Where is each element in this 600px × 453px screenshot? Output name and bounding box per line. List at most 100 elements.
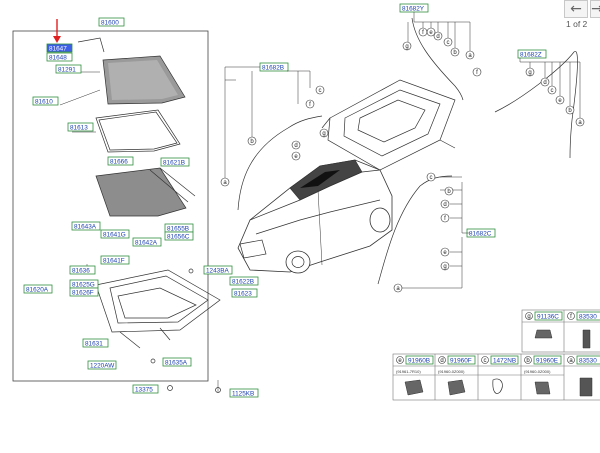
label-81643A[interactable]: 81643A [71,221,101,231]
label-81631[interactable]: 81631 [82,338,109,348]
label-81610[interactable]: 81610 [32,96,59,106]
svg-text:a: a [223,180,227,186]
table-label-91960E[interactable]: 91960E [533,355,562,365]
label-81620A[interactable]: 81620A [23,284,53,294]
callout-d-2[interactable]: d [540,77,550,87]
callout-f-2[interactable]: f [472,67,482,77]
svg-text:81621B: 81621B [163,159,185,166]
svg-text:81635A: 81635A [165,359,188,366]
callout-f-1[interactable]: f [418,27,428,37]
label-81635A[interactable]: 81635A [162,357,192,367]
callout-f-4[interactable]: f [440,213,450,223]
label-1125KB[interactable]: 1125KB [229,388,259,398]
callout-c-2[interactable]: c [547,85,557,95]
svg-text:c: c [319,88,322,94]
svg-text:13375: 13375 [135,386,153,393]
label-81291[interactable]: 81291 [55,64,82,74]
callout-d-1[interactable]: d [433,31,443,41]
callout-a-1[interactable]: a [465,50,475,60]
callout-e-3[interactable]: e [291,151,301,161]
svg-text:g: g [528,70,531,76]
label-81682C[interactable]: 81682C [466,228,496,238]
svg-text:81613: 81613 [70,124,88,131]
svg-text:d: d [294,143,297,149]
label-13375[interactable]: 13375 [132,384,159,394]
svg-text:1243BA: 1243BA [206,267,229,274]
table-label-83530[interactable]: 83530 [576,311,600,321]
callout-e-4[interactable]: e [440,247,450,257]
back-button[interactable]: ← [564,0,588,18]
label-81626F[interactable]: 81626F [69,287,99,297]
svg-text:1472NB: 1472NB [493,357,516,364]
callout-d-3[interactable]: d [291,140,301,150]
label-81636[interactable]: 81636 [69,265,96,275]
table-label-91960B[interactable]: 91960B [405,355,434,365]
svg-text:81643A: 81643A [74,223,97,230]
label-81621B[interactable]: 81621B [160,157,190,167]
svg-text:b: b [526,358,530,364]
callout-b-2[interactable]: b [565,105,575,115]
table-label-91136C[interactable]: 91136C [534,311,563,321]
clip-icon-83530 [582,329,591,349]
clip-icon-91960F [447,379,466,396]
forward-button[interactable]: → [590,0,600,18]
callout-e-1[interactable]: e [426,27,436,37]
label-81666[interactable]: 81666 [107,156,134,166]
callout-a-2[interactable]: a [575,117,585,127]
svg-text:81666: 81666 [110,158,128,165]
svg-text:f: f [570,314,572,320]
callout-c-4[interactable]: c [426,172,436,182]
clip-icon-91960B [404,379,424,396]
callout-f-3[interactable]: f [305,99,315,109]
roof-frame-assembly [321,79,456,171]
label-1220AW[interactable]: 1220AW [87,360,117,370]
callout-g-3[interactable]: g [319,128,329,138]
svg-text:81642A: 81642A [135,239,158,246]
svg-text:e: e [429,30,433,36]
label-81623[interactable]: 81623 [231,288,258,298]
callout-e-2[interactable]: e [555,95,565,105]
callout-c-3[interactable]: c [315,85,325,95]
callout-b-4[interactable]: b [444,186,454,196]
label-1243BA[interactable]: 1243BA [203,265,233,275]
label-81625G[interactable]: 81625G [69,279,99,289]
svg-text:81623: 81623 [234,290,252,297]
label-81655B[interactable]: 81655B [164,223,194,233]
arrow-right-icon: → [591,1,600,17]
svg-text:81610: 81610 [35,98,53,105]
callout-b-3[interactable]: b [247,136,257,146]
label-81641F[interactable]: 81641F [100,255,130,265]
table-label-1472NB[interactable]: 1472NB [490,355,519,365]
label-81682Y[interactable]: 81682Y [399,3,429,13]
callout-b-1[interactable]: b [450,47,460,57]
label-81642A[interactable]: 81642A [132,237,162,247]
svg-text:d: d [440,358,443,364]
svg-text:e: e [443,250,447,256]
callout-a-4[interactable]: a [393,283,403,293]
svg-text:1220AW: 1220AW [90,362,115,369]
label-81613[interactable]: 81613 [67,122,94,132]
label-81682Z[interactable]: 81682Z [517,49,547,59]
callout-a-3[interactable]: a [220,177,230,187]
label-81641G[interactable]: 81641G [100,229,130,239]
label-81600[interactable]: 81600 [98,17,125,27]
label-81622B[interactable]: 81622B [229,276,259,286]
label-81647[interactable]: 81647 [46,43,73,53]
callout-g-1[interactable]: g [402,41,412,51]
svg-text:81641F: 81641F [103,257,125,264]
svg-text:81291: 81291 [58,66,76,73]
label-81648[interactable]: 81648 [46,52,73,62]
table-label-83530b[interactable]: 83530 [576,355,600,365]
svg-text:81655B: 81655B [167,225,189,232]
callout-g-2[interactable]: g [525,67,535,77]
callout-g-4[interactable]: g [440,261,450,271]
svg-text:91960B: 91960B [408,357,430,364]
table-label-91960F[interactable]: 91960F [447,355,476,365]
callout-c-1[interactable]: c [443,37,453,47]
svg-text:c: c [430,175,433,181]
label-81682B[interactable]: 81682B [259,62,289,72]
label-81656C[interactable]: 81656C [164,231,194,241]
svg-text:91960F: 91960F [450,357,472,364]
callout-d-4[interactable]: d [440,199,450,209]
svg-text:a: a [396,286,400,292]
